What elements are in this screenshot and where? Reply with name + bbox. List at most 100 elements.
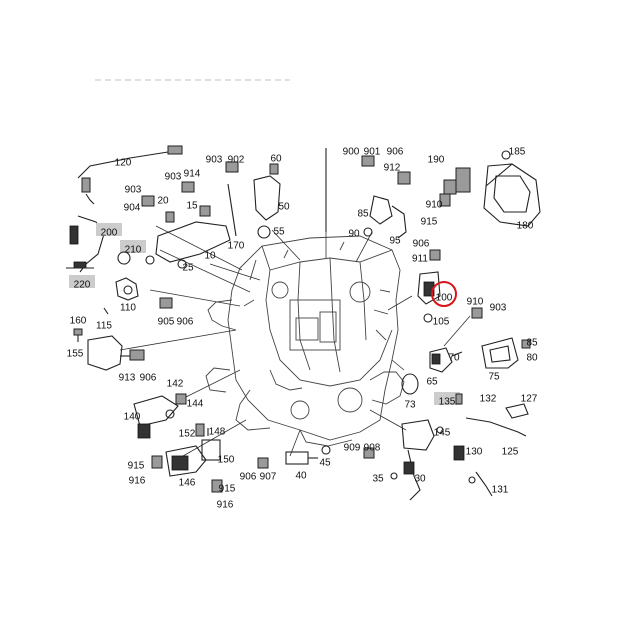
callout-85: 85	[357, 209, 369, 220]
callout-905: 905	[158, 317, 175, 328]
exhaust-temp-sensor-120	[77, 145, 183, 205]
glow-plug-170	[227, 183, 271, 239]
callout-35: 35	[372, 474, 384, 485]
callout-910: 910	[426, 200, 443, 211]
part-148-152	[195, 423, 221, 461]
callout-916: 916	[129, 476, 146, 487]
callout-60: 60	[270, 154, 282, 165]
callout-903: 903	[490, 303, 507, 314]
callout-908: 908	[364, 443, 381, 454]
callout-190: 190	[428, 155, 445, 166]
callout-914: 914	[184, 169, 201, 180]
callout-180: 180	[517, 221, 534, 232]
callout-120: 120	[115, 158, 132, 169]
callout-135: 135	[439, 397, 456, 408]
pressure-sensor-100	[417, 249, 457, 323]
callout-900: 900	[343, 147, 360, 158]
callout-15: 15	[186, 201, 198, 212]
callout-65: 65	[426, 377, 438, 388]
sensor-210-110	[103, 251, 155, 315]
connector-903-902	[141, 161, 411, 207]
callout-903: 903	[165, 172, 182, 183]
callout-902: 902	[228, 155, 245, 166]
sensor-60-50	[253, 163, 281, 221]
bolt-160	[73, 328, 83, 342]
callout-906: 906	[387, 147, 404, 158]
callout-148: 148	[209, 427, 226, 438]
sensor-30-145	[363, 419, 444, 501]
wire-sensor-125-131	[434, 392, 529, 497]
throttle-part-10	[155, 205, 231, 269]
callout-911: 911	[412, 254, 428, 265]
callout-916: 916	[217, 500, 234, 511]
sensor-module-155	[87, 335, 145, 371]
sensor-85-95	[363, 195, 407, 239]
callout-50: 50	[278, 202, 290, 213]
valve-140-142	[133, 393, 187, 439]
callout-100: 100	[436, 293, 453, 304]
callout-75: 75	[488, 372, 500, 383]
callout-95: 95	[389, 236, 401, 247]
callout-906: 906	[240, 472, 257, 483]
callout-70: 70	[448, 353, 460, 364]
callout-45: 45	[319, 458, 331, 469]
seal-ring-73	[401, 373, 419, 395]
bracket-assembly-180	[443, 150, 541, 227]
callout-145: 145	[434, 428, 451, 439]
highlight-ring-100	[431, 281, 457, 307]
callout-105: 105	[433, 317, 450, 328]
callout-132: 132	[480, 394, 497, 405]
callout-913: 913	[119, 373, 136, 384]
callout-910: 910	[467, 297, 484, 308]
engine-block	[205, 235, 405, 447]
callout-85: 85	[526, 338, 538, 349]
callout-915: 915	[219, 484, 236, 495]
callout-131: 131	[492, 485, 509, 496]
callout-144: 144	[187, 399, 204, 410]
callout-901: 901	[364, 147, 381, 158]
callout-909: 909	[344, 443, 361, 454]
callout-130: 130	[466, 447, 483, 458]
temp-sensor-200-220	[66, 215, 146, 288]
callout-146: 146	[179, 478, 196, 489]
callout-110: 110	[120, 303, 136, 314]
callout-155: 155	[67, 349, 84, 360]
callout-90: 90	[348, 229, 360, 240]
callout-906: 906	[140, 373, 157, 384]
callout-30: 30	[414, 474, 426, 485]
callout-170: 170	[228, 241, 245, 252]
callout-80: 80	[526, 353, 538, 364]
callout-20: 20	[157, 196, 169, 207]
callout-127: 127	[521, 394, 538, 405]
callout-210: 210	[125, 245, 142, 256]
connector-905-906	[159, 193, 483, 319]
callout-912: 912	[384, 163, 401, 174]
callout-10: 10	[204, 251, 216, 262]
callout-185: 185	[509, 147, 526, 158]
callout-903: 903	[206, 155, 223, 166]
callout-125: 125	[502, 447, 519, 458]
callout-903: 903	[125, 185, 142, 196]
callout-160: 160	[70, 316, 87, 327]
callout-904: 904	[124, 203, 141, 214]
callout-140: 140	[124, 412, 141, 423]
callout-115: 115	[96, 321, 112, 332]
callout-906: 906	[177, 317, 194, 328]
sensor-40-45	[257, 445, 331, 469]
valve-146	[151, 445, 223, 493]
callout-906: 906	[413, 239, 430, 250]
callout-915: 915	[128, 461, 145, 472]
bracket-75	[481, 337, 531, 369]
callout-152: 152	[179, 429, 196, 440]
callout-200: 200	[101, 228, 118, 239]
probe-900	[325, 148, 375, 232]
callout-25: 25	[182, 263, 194, 274]
callout-73: 73	[404, 400, 416, 411]
callout-915: 915	[421, 217, 438, 228]
sensor-65-70	[429, 347, 463, 373]
callout-220: 220	[74, 280, 91, 291]
callout-907: 907	[260, 472, 277, 483]
callout-40: 40	[295, 471, 307, 482]
